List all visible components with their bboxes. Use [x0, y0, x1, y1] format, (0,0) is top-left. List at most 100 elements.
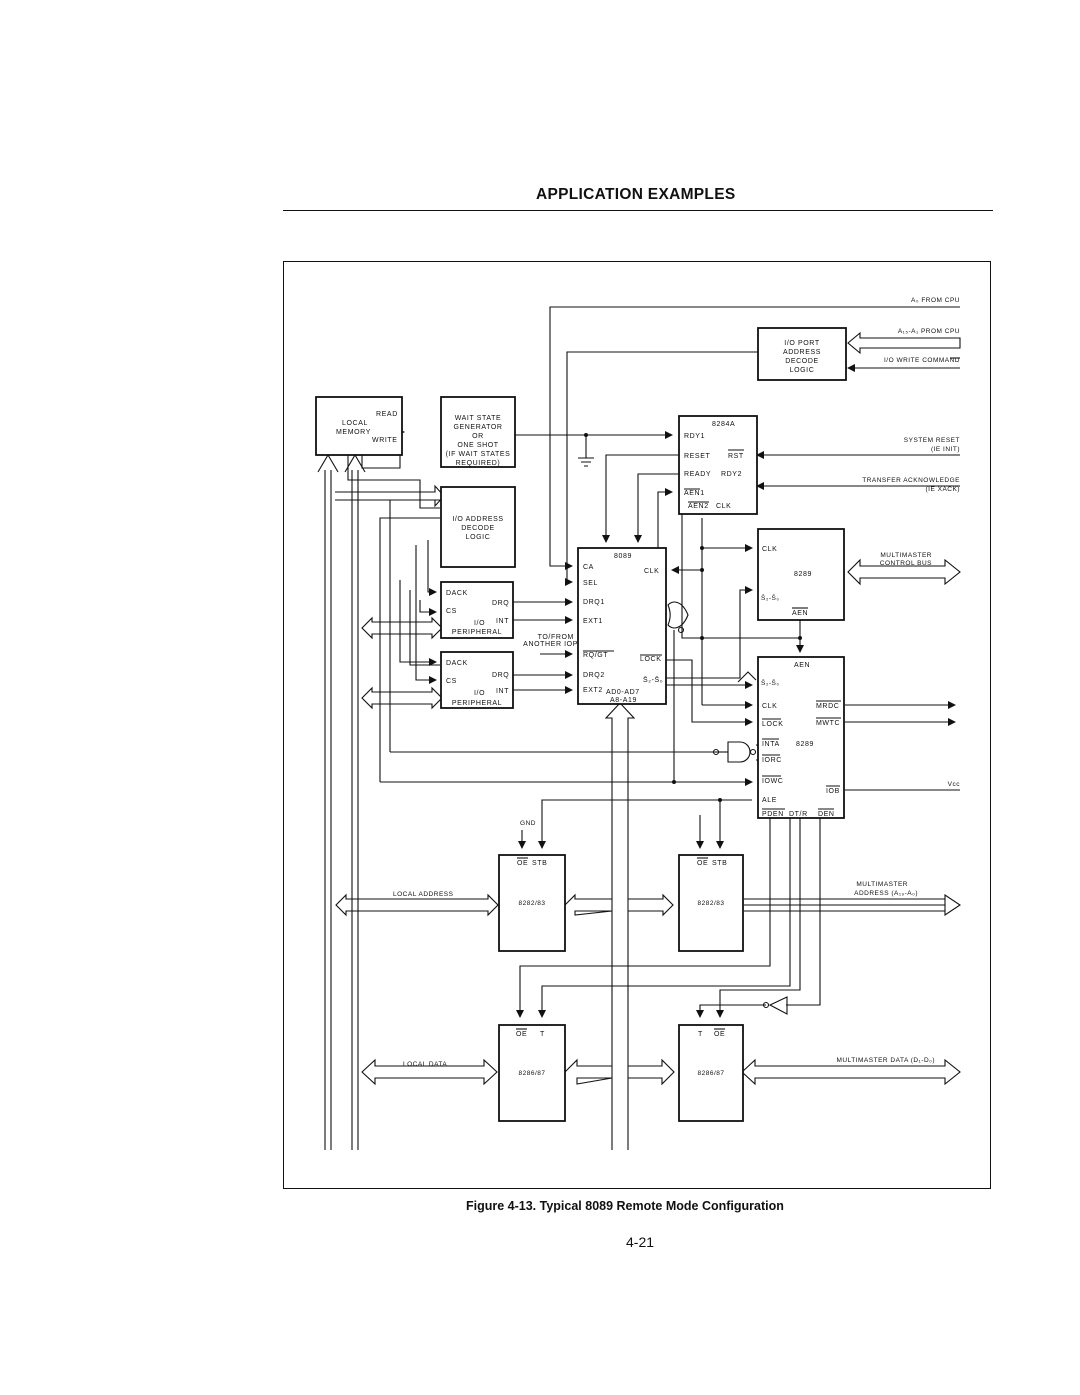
svg-text:I/O: I/O	[474, 690, 485, 697]
svg-text:MEMORY: MEMORY	[336, 429, 371, 436]
svg-text:T: T	[540, 1031, 545, 1038]
svg-text:S̄₂-S̄₀: S̄₂-S̄₀	[761, 679, 780, 687]
svg-text:DECODE: DECODE	[785, 358, 819, 365]
svg-text:CLK: CLK	[762, 546, 777, 553]
io-port-logic-block: I/O PORT ADDRESS DECODE LOGIC	[757, 327, 847, 381]
svg-text:LOCK: LOCK	[762, 721, 783, 728]
svg-text:INT: INT	[496, 688, 509, 695]
svg-text:IOWC: IOWC	[762, 778, 783, 785]
svg-text:ANOTHER IOP: ANOTHER IOP	[523, 641, 578, 648]
svg-text:OE: OE	[714, 1031, 725, 1038]
svg-text:PERIPHERAL: PERIPHERAL	[452, 700, 502, 707]
external-labels: A₀ FROM CPU A₁₅-A₁ PROM CPU I/O WRITE CO…	[393, 297, 960, 1068]
svg-text:STB: STB	[532, 860, 547, 867]
svg-text:RQ/GT: RQ/GT	[583, 652, 608, 659]
svg-text:STB: STB	[712, 860, 727, 867]
svg-text:S̄₂-S̄₀: S̄₂-S̄₀	[761, 594, 780, 602]
transceiver-system-block: T OE 8286/87	[678, 1024, 744, 1122]
svg-text:CS: CS	[446, 608, 457, 615]
svg-text:Vcc: Vcc	[948, 781, 961, 788]
svg-text:A8-A19: A8-A19	[610, 697, 637, 704]
svg-text:MRDC: MRDC	[816, 703, 839, 710]
svg-text:WRITE: WRITE	[372, 437, 398, 444]
svg-text:DRQ: DRQ	[492, 600, 509, 607]
svg-text:IORC: IORC	[762, 757, 782, 764]
peripheral-2-block: DACK DRQ CS INT I/O PERIPHERAL	[440, 651, 514, 709]
svg-text:DRQ1: DRQ1	[583, 599, 605, 606]
io-decode-block: I/O ADDRESS DECODE LOGIC	[440, 486, 516, 568]
svg-text:EXT2: EXT2	[583, 687, 603, 694]
wires	[347, 306, 960, 1018]
to-from-iop-label: TO/FROM ANOTHER IOP	[523, 634, 578, 648]
local-memory-block: LOCAL MEMORY READ WRITE	[315, 396, 403, 456]
svg-text:RESET: RESET	[684, 453, 710, 460]
svg-text:DRQ: DRQ	[492, 672, 509, 679]
svg-text:CONTROL BUS: CONTROL BUS	[880, 560, 932, 567]
svg-text:LOCAL: LOCAL	[342, 420, 368, 427]
svg-text:PERIPHERAL: PERIPHERAL	[452, 629, 502, 636]
svg-text:IOB: IOB	[826, 788, 840, 795]
svg-text:MWTC: MWTC	[816, 720, 840, 727]
figure-frame	[283, 261, 991, 1189]
svg-text:A₁₅-A₁ PROM CPU: A₁₅-A₁ PROM CPU	[898, 328, 960, 335]
svg-text:RDY1: RDY1	[684, 433, 705, 440]
svg-text:8289: 8289	[794, 571, 812, 578]
svg-text:INTA: INTA	[762, 741, 780, 748]
svg-text:MULTIMASTER: MULTIMASTER	[856, 881, 908, 888]
svg-text:I/O PORT: I/O PORT	[784, 340, 820, 347]
clock-8284a-block: 8284A RDY1 RESET RST READY RDY2 AEN1 AEN…	[678, 415, 758, 515]
svg-text:OR: OR	[472, 433, 484, 440]
svg-text:DEN: DEN	[818, 811, 835, 818]
iop-8089-block: 8089 CA CLK SEL DRQ1 EXT1 RQ/GT LOCK DRQ…	[577, 547, 667, 705]
svg-text:PDEN: PDEN	[762, 811, 784, 818]
svg-text:MULTIMASTER: MULTIMASTER	[880, 552, 932, 559]
svg-text:MULTIMASTER DATA (D₁-D₀): MULTIMASTER DATA (D₁-D₀)	[837, 1057, 936, 1064]
svg-text:SEL: SEL	[583, 580, 598, 587]
section-header: APPLICATION EXAMPLES	[536, 186, 736, 203]
svg-text:CLK: CLK	[716, 503, 731, 510]
latch-local-block: OE STB 8282/83	[498, 854, 566, 952]
svg-text:OE: OE	[516, 1031, 527, 1038]
svg-text:(IE XACK): (IE XACK)	[926, 486, 960, 493]
svg-text:READY: READY	[684, 471, 711, 478]
svg-text:GND: GND	[520, 820, 536, 827]
svg-text:ADDRESS: ADDRESS	[783, 349, 821, 356]
svg-text:GENERATOR: GENERATOR	[453, 424, 502, 431]
svg-text:A₀ FROM CPU: A₀ FROM CPU	[911, 297, 960, 304]
svg-text:8286/87: 8286/87	[519, 1070, 546, 1077]
svg-text:(IE INIT): (IE INIT)	[931, 446, 960, 453]
figure-caption: Figure 4-13. Typical 8089 Remote Mode Co…	[466, 1199, 784, 1213]
svg-text:DT/R: DT/R	[789, 811, 808, 818]
svg-text:LOCAL DATA: LOCAL DATA	[403, 1061, 447, 1068]
svg-text:ALE: ALE	[762, 797, 777, 804]
svg-text:RST: RST	[728, 453, 744, 460]
svg-text:8286/87: 8286/87	[698, 1070, 725, 1077]
svg-text:I/O ADDRESS: I/O ADDRESS	[452, 516, 503, 523]
header-rule	[283, 210, 993, 211]
svg-text:SYSTEM RESET: SYSTEM RESET	[904, 437, 960, 444]
svg-text:TRANSFER ACKNOWLEDGE: TRANSFER ACKNOWLEDGE	[862, 477, 960, 484]
svg-text:I/O WRITE COMMAND: I/O WRITE COMMAND	[884, 357, 960, 364]
svg-text:DACK: DACK	[446, 590, 468, 597]
svg-text:WAIT STATE: WAIT STATE	[455, 415, 502, 422]
svg-text:AEN2: AEN2	[688, 503, 709, 510]
bus-controller-8288-block: AEN S̄₂-S̄₀ CLK MRDC LOCK MWTC INTA 8289…	[757, 656, 845, 819]
svg-text:LOGIC: LOGIC	[790, 367, 815, 374]
svg-text:ADDRESS (A₁₉-A₀): ADDRESS (A₁₉-A₀)	[854, 890, 918, 897]
svg-text:AEN1: AEN1	[684, 490, 705, 497]
svg-text:EXT1: EXT1	[583, 618, 603, 625]
svg-text:T: T	[698, 1031, 703, 1038]
svg-text:DACK: DACK	[446, 660, 468, 667]
svg-text:S̄₂-S̄₀: S̄₂-S̄₀	[643, 676, 663, 684]
arbiter-8289-block: CLK 8289 S̄₂-S̄₀ AEN	[757, 528, 845, 621]
svg-text:8282/83: 8282/83	[698, 900, 725, 907]
wait-state-block: WAIT STATE GENERATOR OR ONE SHOT (IF WAI…	[440, 396, 516, 468]
latch-system-block: OE STB 8282/83	[678, 854, 744, 952]
svg-text:REQUIRED): REQUIRED)	[456, 460, 501, 467]
svg-text:8289: 8289	[796, 741, 814, 748]
svg-text:CLK: CLK	[762, 703, 777, 710]
svg-text:ONE SHOT: ONE SHOT	[457, 442, 498, 449]
svg-text:8282/83: 8282/83	[519, 900, 546, 907]
svg-text:LOCK: LOCK	[640, 656, 661, 663]
